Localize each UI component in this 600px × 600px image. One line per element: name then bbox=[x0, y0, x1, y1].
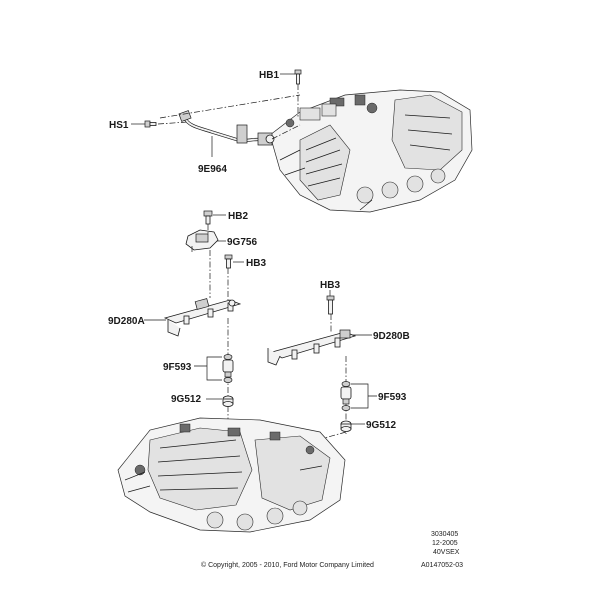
fuel-injector-9f593-left bbox=[222, 354, 234, 383]
label-hb3-left: HB3 bbox=[246, 258, 266, 269]
bracket-9g756 bbox=[185, 229, 219, 252]
9f593-right-leader bbox=[351, 383, 377, 409]
label-9f593-right: 9F593 bbox=[378, 392, 407, 403]
label-hb3-right: HB3 bbox=[320, 280, 340, 291]
label-9g512-right: 9G512 bbox=[366, 420, 396, 431]
hb1-bolt bbox=[294, 69, 302, 85]
label-9g512-left: 9G512 bbox=[171, 394, 201, 405]
seal-9g512-right bbox=[340, 420, 352, 432]
label-hs1: HS1 bbox=[109, 120, 129, 131]
seal-9g512-left bbox=[222, 395, 234, 407]
label-9d280a: 9D280A bbox=[108, 316, 145, 327]
lower-engine-illustration bbox=[117, 417, 346, 533]
hs1-upper-dash bbox=[159, 94, 301, 119]
label-9d280b: 9D280B bbox=[373, 331, 410, 342]
label-hb1: HB1 bbox=[259, 70, 279, 81]
fuel-injector-9f593-right bbox=[340, 381, 352, 411]
info-line-3: 40VSEX bbox=[433, 549, 460, 556]
info-line-2: 12-2005 bbox=[432, 540, 458, 547]
copyright-text: © Copyright, 2005 - 2010, Ford Motor Com… bbox=[201, 561, 374, 569]
fuel-rail-9d280b bbox=[267, 329, 357, 366]
fuel-crossover-tube-9e964 bbox=[178, 110, 275, 146]
hb3-right-bolt bbox=[326, 295, 335, 315]
9f593-left-leader bbox=[194, 356, 222, 381]
hs1-leader-dash bbox=[157, 121, 189, 125]
label-9g756: 9G756 bbox=[227, 237, 257, 248]
hb3-left-bolt bbox=[224, 254, 233, 269]
upper-engine-illustration bbox=[269, 89, 473, 213]
hs1-stud bbox=[144, 120, 157, 128]
hb2-bolt bbox=[203, 210, 213, 225]
fuel-rail-9d280a bbox=[163, 298, 242, 337]
info-line-4: A0147052-03 bbox=[421, 562, 463, 569]
tube-connection-dash bbox=[271, 124, 301, 140]
info-line-1: 3030405 bbox=[431, 531, 458, 538]
label-9e964: 9E964 bbox=[198, 164, 227, 175]
label-9f593-left: 9F593 bbox=[163, 362, 192, 373]
label-hb2: HB2 bbox=[228, 211, 248, 222]
